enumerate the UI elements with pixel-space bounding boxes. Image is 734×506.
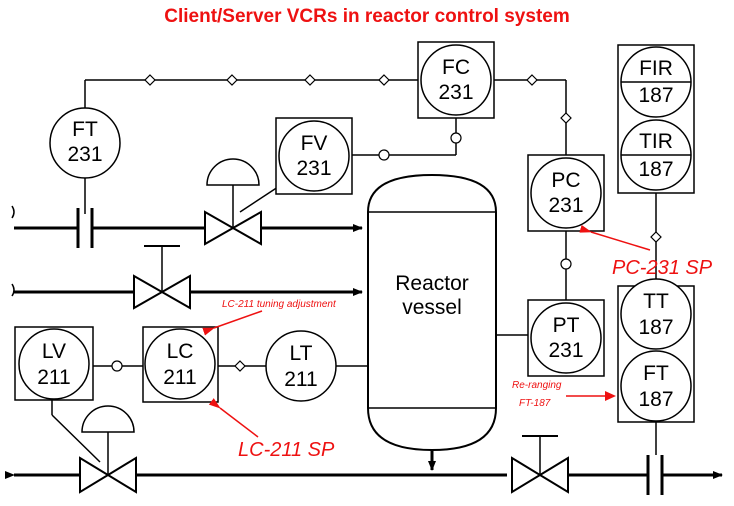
manual-valve-outlet (511, 435, 569, 494)
lc211-tag: LC (167, 340, 194, 363)
pc231-loop: 231 (548, 194, 583, 217)
tir187-loop: 187 (638, 158, 673, 181)
annotation-pc-sp: PC-231 SP (579, 224, 713, 279)
vessel-label-line1: Reactor (395, 272, 469, 295)
lv-control-valve (79, 405, 137, 494)
fv231-loop: 231 (296, 157, 331, 180)
inlet-pipe-middle (11, 283, 363, 297)
reranging-label-line2: FT-187 (519, 398, 551, 409)
instrument-tt-ft-187: TT 187 FT 187 (617, 278, 695, 423)
lv211-tag: LV (42, 340, 66, 363)
outlet-pipe-bottom (5, 430, 723, 495)
instrument-lt-211: LT 211 (265, 330, 337, 402)
instrument-lv-211: LV 211 (14, 326, 94, 401)
lt211-loop: 211 (284, 368, 317, 391)
fc231-loop: 231 (438, 81, 473, 104)
inlet-pipe-top (11, 205, 363, 248)
instrument-fir-tir-187: FIR 187 TIR 187 (617, 44, 695, 194)
instrument-fv-231: FV 231 (275, 117, 353, 195)
link-diamonds (144, 74, 662, 372)
tt187-loop: 187 (638, 316, 673, 339)
diagram-title: Client/Server VCRs in reactor control sy… (164, 6, 569, 27)
ft187-loop: 187 (638, 388, 673, 411)
pc231-tag: PC (551, 169, 580, 192)
instrument-pc-231: PC 231 (527, 154, 605, 232)
fir187-loop: 187 (638, 84, 673, 107)
ft231-loop: 231 (67, 143, 102, 166)
lt211-tag: LT (290, 342, 313, 365)
manual-valve-middle (133, 245, 191, 310)
instrument-lc-211: LC 211 (142, 326, 219, 403)
fc231-tag: FC (442, 56, 470, 79)
lc-tuning-label: LC-211 tuning adjustment (222, 299, 337, 310)
instrument-ft-231: FT 231 (49, 107, 121, 179)
annotation-lc-tuning: LC-211 tuning adjustment (202, 299, 337, 336)
fv231-tag: FV (301, 132, 328, 155)
pt231-loop: 231 (548, 339, 583, 362)
fv-control-valve (204, 158, 262, 246)
annotation-reranging: Re-ranging FT-187 (512, 380, 616, 409)
reactor-vessel: Reactor vessel (367, 173, 497, 452)
lc211-loop: 211 (163, 366, 196, 389)
instrument-fc-231: FC 231 (417, 41, 495, 119)
link-circles (111, 132, 572, 372)
pc-sp-label: PC-231 SP (612, 257, 713, 279)
lv211-loop: 211 (37, 366, 70, 389)
annotation-lc-sp: LC-211 SP (208, 398, 335, 461)
reranging-label-line1: Re-ranging (512, 380, 562, 391)
tt187-tag: TT (643, 290, 669, 313)
signal-lines (51, 79, 657, 463)
vessel-label-line2: vessel (402, 296, 462, 319)
tir187-tag: TIR (639, 130, 673, 153)
pt231-tag: PT (553, 314, 580, 337)
ft231-tag: FT (72, 118, 98, 141)
lc-sp-label: LC-211 SP (238, 439, 335, 461)
ft187-tag: FT (643, 362, 669, 385)
fir187-tag: FIR (639, 57, 673, 80)
instrument-pt-231: PT 231 (527, 299, 605, 377)
